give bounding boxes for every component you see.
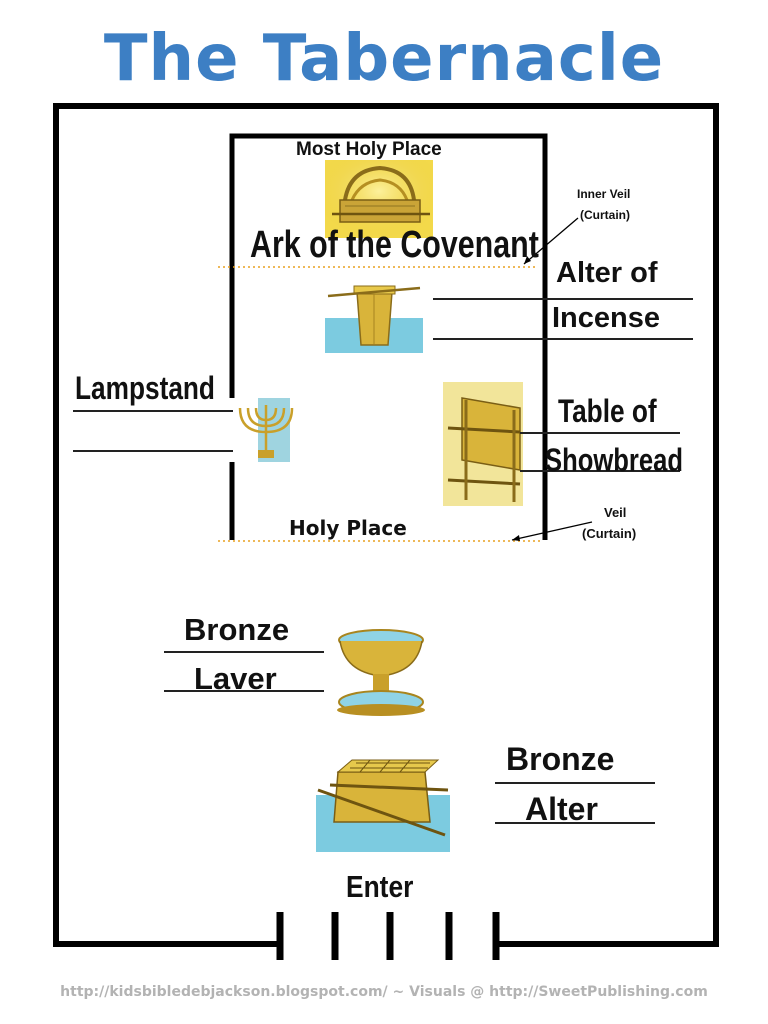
lampstand-image <box>228 398 294 462</box>
answer-line <box>73 450 233 452</box>
answer-line <box>73 410 233 412</box>
altar-of-incense-label-2: Incense <box>552 302 660 334</box>
bronze-laver-label-2: Laver <box>194 661 277 696</box>
inner-veil-sub-label: (Curtain) <box>580 208 630 222</box>
altar-of-incense-label-1: Alter of <box>556 257 658 289</box>
page-title: The Tabernacle <box>103 22 665 96</box>
bronze-altar-label-1: Bronze <box>506 741 615 777</box>
ark-image <box>325 160 433 238</box>
answer-line <box>520 432 680 434</box>
bronze-laver-label-1: Bronze <box>184 612 290 647</box>
table-of-showbread-label-1: Table of <box>558 393 657 429</box>
inner-veil-label: Inner Veil <box>577 187 631 201</box>
veil-label: Veil <box>604 505 627 520</box>
answer-line <box>495 782 655 784</box>
bronze-altar-label-2: Alter <box>525 791 598 827</box>
table-of-showbread-image <box>443 382 523 506</box>
veil-pointer <box>511 521 593 541</box>
answer-line <box>433 298 693 300</box>
altar-of-incense-image <box>325 280 423 353</box>
answer-line <box>164 690 324 692</box>
lampstand-label: Lampstand <box>75 370 215 406</box>
holy-place-label: Holy Place <box>289 516 407 540</box>
bronze-laver-image <box>335 625 427 723</box>
answer-line <box>164 651 324 653</box>
answer-line <box>520 470 680 472</box>
inner-veil-pointer <box>523 217 579 265</box>
footer-credits: http://kidsbibledebjackson.blogspot.com/… <box>60 984 708 1000</box>
answer-line <box>433 338 693 340</box>
ark-label: Ark of the Covenant <box>250 224 539 266</box>
answer-line <box>495 822 655 824</box>
enter-label: Enter <box>346 869 414 904</box>
veil-sub-label: (Curtain) <box>582 526 637 541</box>
bronze-altar-image <box>316 750 450 852</box>
table-of-showbread-label-2: Showbread <box>545 442 683 478</box>
courtyard-wall <box>53 103 719 947</box>
most-holy-place-label: Most Holy Place <box>296 139 442 160</box>
